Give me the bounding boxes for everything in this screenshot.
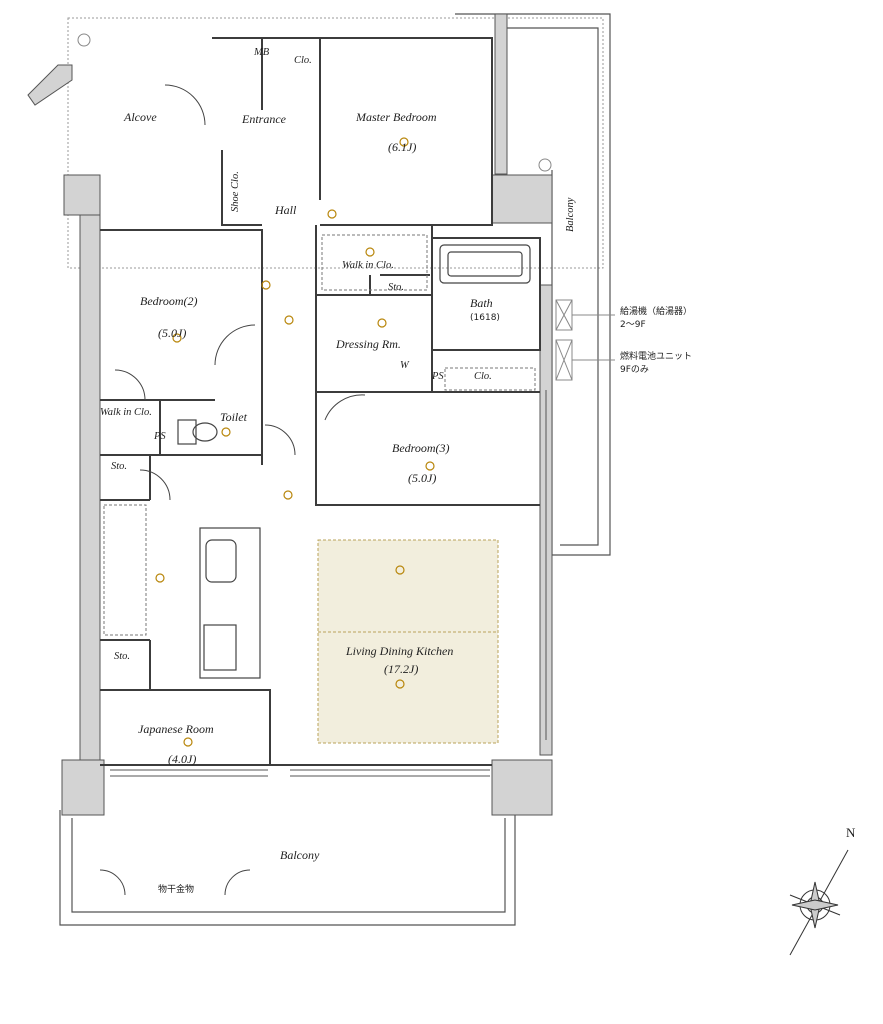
bedroom3-label: Bedroom(3) <box>392 441 450 455</box>
bath-label: Bath <box>470 296 493 310</box>
storage-3-label: Sto. <box>114 651 131 662</box>
closet-mid-label: Clo. <box>474 371 492 382</box>
pipe-space-2-label: PS <box>154 431 166 442</box>
side-balcony <box>455 13 611 556</box>
windows <box>110 390 547 777</box>
japanese-room-size: (4.0J) <box>168 752 197 766</box>
fuel-cell-note: 燃料電池ユニット <box>620 352 693 362</box>
washer-label: W <box>400 360 409 371</box>
light-fixtures <box>155 137 435 747</box>
toilet-label: Toilet <box>220 410 247 424</box>
dressing-room-label: Dressing Rm. <box>336 337 401 351</box>
balcony-bottom-label: Balcony <box>280 848 320 862</box>
balcony-side-label: Balcony <box>565 197 576 232</box>
alcove-label: Alcove <box>124 110 157 124</box>
storage-1-label: Sto. <box>388 282 405 293</box>
shoe-closet-label: Shoe Clo. <box>230 171 241 212</box>
fuel-cell-floors: 9Fのみ <box>620 365 649 375</box>
master-bedroom-size: (6.1J) <box>388 140 417 154</box>
water-heater-floors: 2～9F <box>620 320 646 330</box>
hall-label: Hall <box>275 203 297 217</box>
ldk-floor <box>317 539 499 744</box>
meter-boxes <box>77 33 615 381</box>
mb-label: MB <box>254 47 270 58</box>
storage-2-label: Sto. <box>111 461 128 472</box>
door-swings <box>99 84 366 896</box>
toilet-fixture <box>177 419 218 445</box>
closet-hatching <box>103 234 536 636</box>
interior-walls <box>100 37 541 766</box>
top-terrace-outline <box>67 17 604 269</box>
bedroom3-size: (5.0J) <box>408 471 437 485</box>
bottom-balcony <box>59 810 516 926</box>
bedroom2-size: (5.0J) <box>158 326 187 340</box>
ldk-label: Living Dining Kitchen <box>346 644 454 658</box>
bath-size: (1618) <box>470 313 500 323</box>
bedroom2-label: Bedroom(2) <box>140 294 198 308</box>
japanese-room-label: Japanese Room <box>138 722 214 736</box>
bathtub <box>439 244 531 284</box>
compass-icon <box>789 849 849 956</box>
kitchen-island <box>199 527 261 679</box>
walk-in-closet-2-label: Walk in Clo. <box>100 407 152 418</box>
water-heater-note: 給湯機（給湯器） <box>620 307 693 317</box>
outer-walls <box>27 13 553 816</box>
ldk-size: (17.2J) <box>384 662 419 676</box>
entrance-label: Entrance <box>242 112 286 126</box>
master-bedroom-label: Master Bedroom <box>356 110 437 124</box>
walk-in-closet-1-label: Walk in Clo. <box>342 260 394 271</box>
pipe-space-1-label: PS <box>432 371 444 382</box>
closet-top-label: Clo. <box>294 55 312 66</box>
laundry-hanger-label: 物干金物 <box>158 885 195 895</box>
compass-north-label: N <box>846 825 856 840</box>
